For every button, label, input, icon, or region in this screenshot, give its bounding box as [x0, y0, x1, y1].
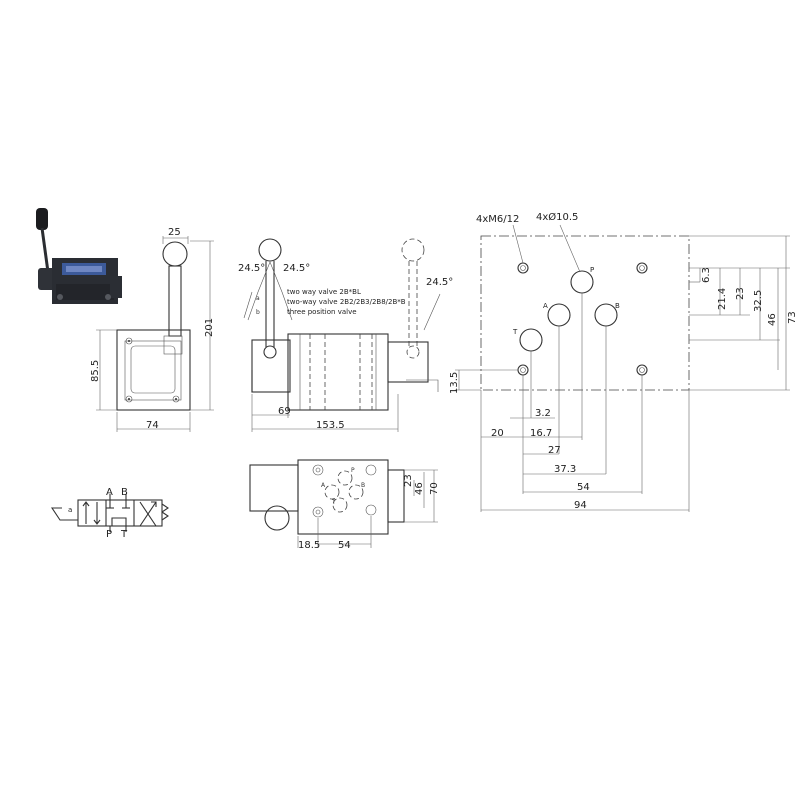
pattern-vdim-21-4: 21.4 [717, 288, 728, 310]
pattern-port-p: P [590, 266, 594, 274]
pattern-hdim-27: 27 [548, 445, 561, 456]
pattern-vdim-73: 73 [787, 311, 798, 324]
top-port-a: A [321, 482, 326, 489]
front-angle-left-a: 24.5° [238, 263, 265, 274]
side-width-top-label: 25 [168, 227, 181, 238]
side-height-body-label: 85.5 [90, 360, 101, 382]
hydraulic-symbol [50, 494, 169, 532]
pattern-vdim-32-5: 32.5 [753, 290, 764, 312]
side-width-base-label: 74 [146, 420, 159, 431]
top-dim-46: 46 [414, 482, 425, 495]
symbol-lever-a: a [68, 506, 72, 514]
lever-mark-b: b [256, 309, 260, 316]
symbol-label-t: T [120, 529, 128, 540]
lever-mark-a: a [256, 295, 260, 302]
callout-holes: 4xØ10.5 [536, 211, 578, 223]
top-port-b: B [361, 482, 365, 489]
pattern-hdim-16-7: 16.7 [530, 428, 552, 439]
pattern-vdim-46: 46 [767, 313, 778, 326]
top-dim-18-5: 18.5 [298, 540, 320, 551]
pattern-hdim-37-3: 37.3 [554, 464, 576, 475]
pattern-port-a: A [543, 302, 548, 310]
product-photo [36, 208, 122, 304]
pattern-hdim-54: 54 [577, 482, 590, 493]
symbol-label-b: B [121, 487, 128, 498]
top-dim-54: 54 [338, 540, 351, 551]
top-port-t: T [331, 499, 336, 506]
pattern-hdim-3-2: 3.2 [535, 408, 551, 419]
top-dim-70: 70 [429, 482, 440, 495]
front-view [243, 238, 441, 432]
front-note-1: two way valve 2B*BL [287, 288, 361, 296]
front-angle-left-b: 24.5° [283, 263, 310, 274]
mounting-pattern [455, 224, 790, 512]
front-offset-label: 69 [278, 406, 291, 417]
front-note-3: three position valve [287, 308, 357, 316]
symbol-label-p: P [106, 529, 112, 540]
pattern-hdim-20: 20 [491, 428, 504, 439]
pattern-hdim-94: 94 [574, 500, 587, 511]
top-port-p: P [351, 467, 355, 474]
side-height-total-label: 201 [204, 318, 215, 337]
pattern-port-b: B [615, 302, 620, 310]
callout-threads: 4xM6/12 [476, 214, 519, 225]
front-note-2: two-way valve 2B2/2B3/2B8/2B*B [287, 298, 406, 306]
pattern-left-dim-13-5: 13.5 [449, 372, 460, 394]
top-view [249, 459, 438, 548]
pattern-port-t: T [512, 328, 518, 336]
side-view [96, 236, 214, 432]
pattern-vdim-23: 23 [735, 287, 746, 300]
pattern-vdim-6-3: 6.3 [701, 267, 712, 283]
symbol-label-a: A [106, 487, 113, 498]
front-angle-right: 24.5° [426, 277, 453, 288]
front-length-label: 153.5 [316, 420, 345, 431]
top-dim-23: 23 [403, 474, 414, 487]
